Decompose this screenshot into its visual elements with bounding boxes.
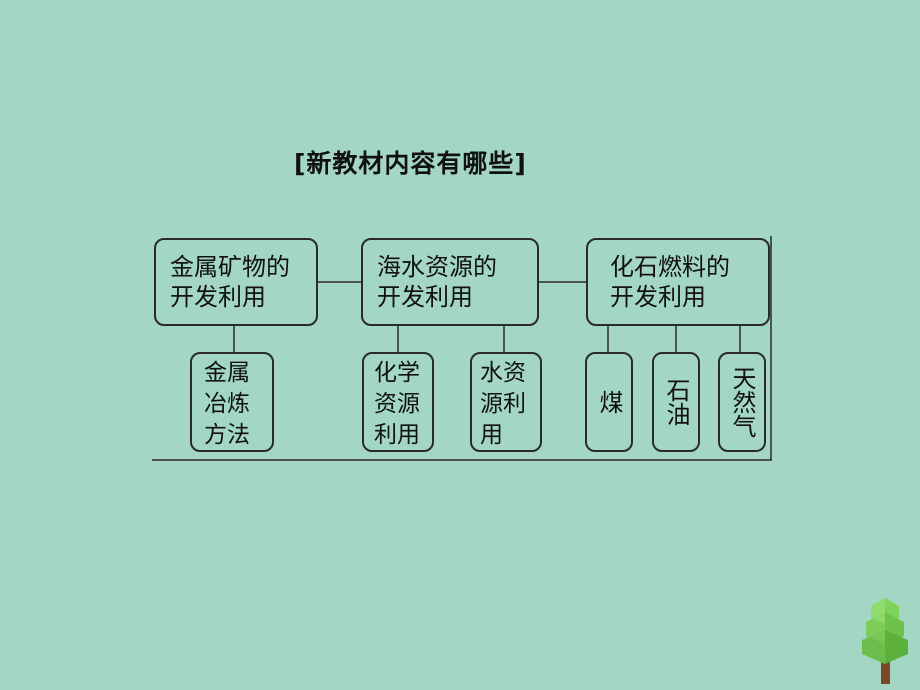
box-seawater-line2: 开发利用 [377,283,473,311]
box-water-line1: 水资 [480,360,526,386]
box-petroleum: 石油 [652,352,700,452]
box-smelting-line2: 冶炼 [204,391,250,417]
box-metal-minerals-line1: 金属矿物的 [170,253,290,281]
box-smelting-methods: 金属 冶炼 方法 [190,352,274,452]
box-natural-gas: 天然气 [718,352,766,452]
page-title: [新教材内容有哪些] [294,149,527,178]
box-chemical-line1: 化学 [374,360,420,386]
box-coal-label: 煤 [595,390,623,414]
box-water-line3: 用 [480,422,503,448]
box-metal-minerals-line2: 开发利用 [170,283,266,311]
box-smelting-line1: 金属 [204,360,250,386]
box-petroleum-label: 石油 [662,378,690,426]
box-chemical-line3: 利用 [374,422,420,448]
box-water-line2: 源利 [480,391,526,417]
box-seawater-line1: 海水资源的 [377,253,497,281]
resource-diagram: 金属矿物的 开发利用 海水资源的 开发利用 化石燃料的 开发利用 金属 冶炼 方… [152,234,772,462]
box-seawater: 海水资源的 开发利用 [361,238,539,326]
box-chemical-resources: 化学 资源 利用 [362,352,434,452]
box-water-resources: 水资 源利 用 [470,352,542,452]
box-fossil-fuels: 化石燃料的 开发利用 [586,238,770,326]
tree-icon [862,598,908,684]
box-natural-gas-label: 天然气 [728,366,756,438]
box-fossil-fuels-line2: 开发利用 [610,283,706,311]
box-metal-minerals: 金属矿物的 开发利用 [154,238,318,326]
connector-lines [152,236,772,461]
box-coal: 煤 [585,352,633,452]
box-smelting-line3: 方法 [204,422,250,448]
box-fossil-fuels-line1: 化石燃料的 [610,253,730,281]
box-chemical-line2: 资源 [374,391,420,417]
